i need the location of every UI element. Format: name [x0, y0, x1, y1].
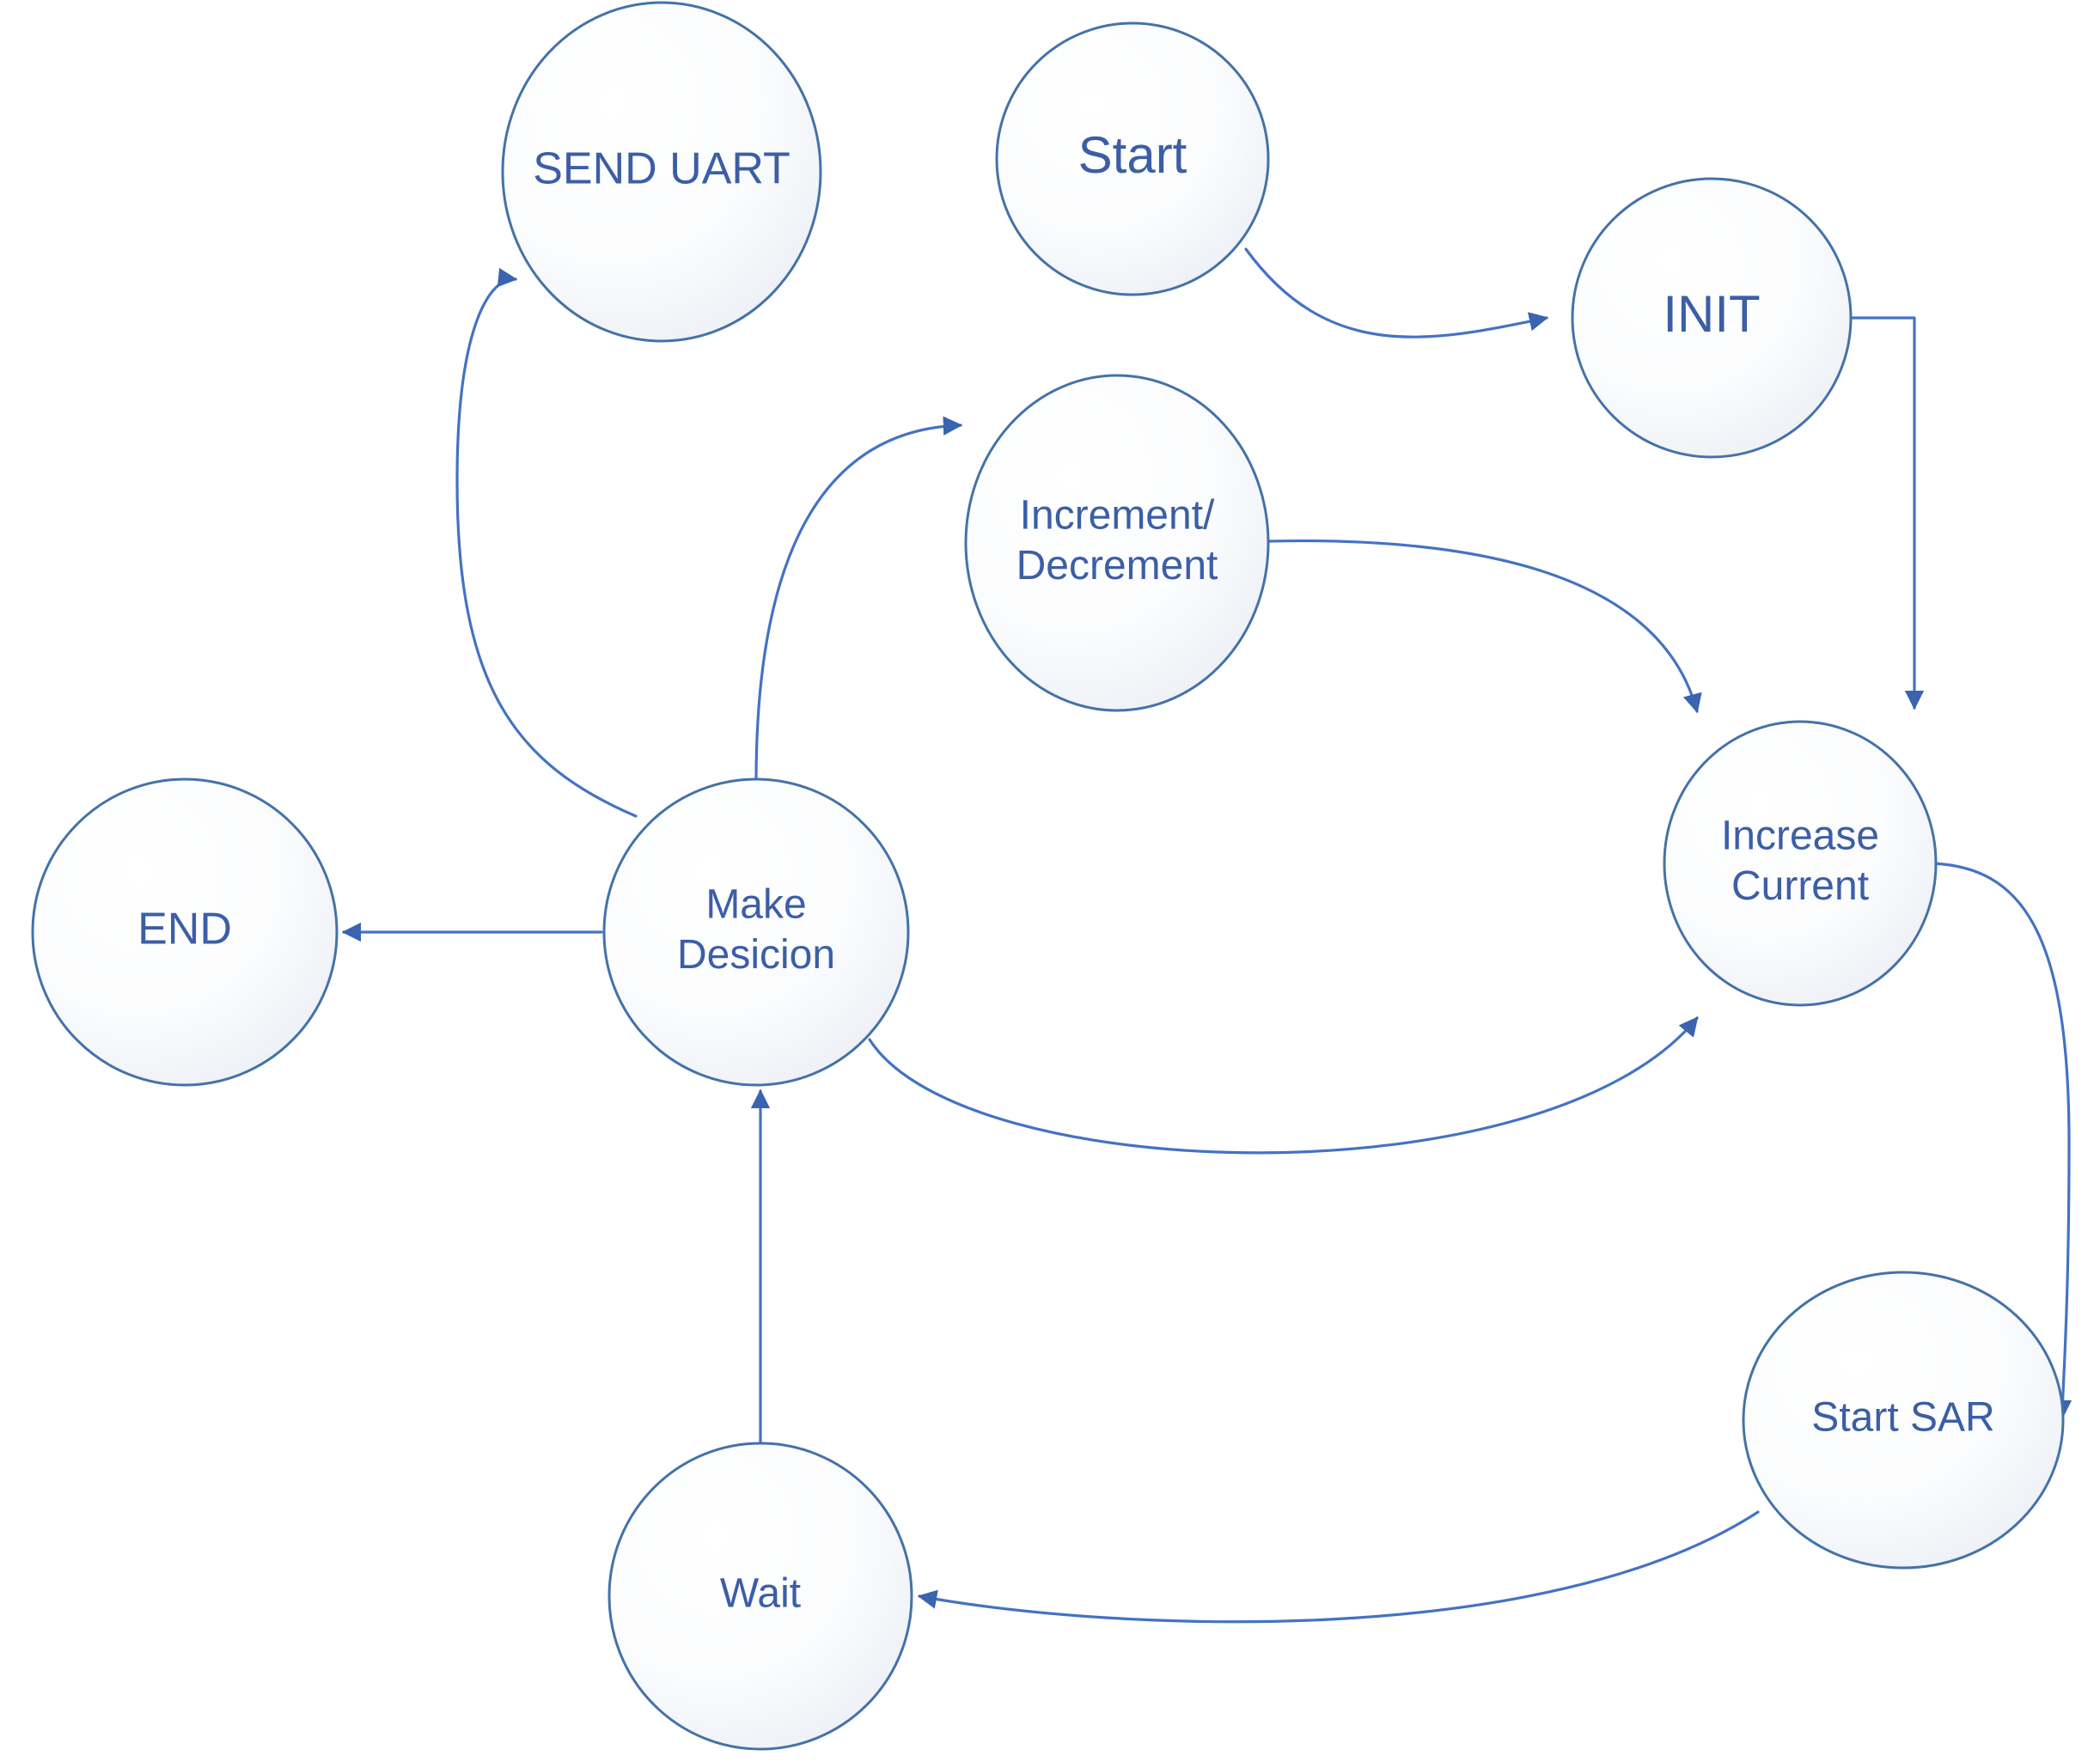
edge-init-to-inc_cur	[1849, 316, 1925, 710]
node-shape-wait[interactable]	[607, 1442, 913, 1751]
node-shape-send_uart[interactable]	[501, 1, 822, 343]
node-label-send_uart: SEND UART	[533, 144, 791, 194]
node-shape-start[interactable]	[995, 21, 1270, 296]
edges-layer	[341, 247, 2073, 1624]
node-label-start: Start	[1078, 126, 1187, 184]
edge-make_dec-to-inc_cur	[868, 1016, 1699, 1155]
edge-incdec-to-inc_cur	[1267, 539, 1702, 714]
node-label-incdec: Decrement	[1016, 543, 1218, 588]
node-shape-inc_cur[interactable]	[1663, 720, 1938, 1007]
node-shape-start_sar[interactable]	[1742, 1271, 2065, 1570]
node-label-init: INIT	[1663, 285, 1760, 343]
node-wait[interactable]: Wait	[607, 1442, 913, 1751]
node-label-inc_cur: Increase	[1721, 813, 1879, 858]
node-incdec[interactable]: Increment/Decrement	[964, 374, 1270, 712]
node-label-end: END	[137, 905, 232, 954]
edge-make_dec-to-send_uart	[455, 267, 638, 818]
node-label-wait: Wait	[720, 1571, 801, 1617]
node-init[interactable]: INIT	[1571, 177, 1853, 459]
node-shape-make_dec[interactable]	[602, 777, 910, 1087]
node-shape-end[interactable]	[31, 777, 339, 1087]
node-label-incdec: Increment/	[1020, 492, 1215, 538]
edge-inc_cur-to-start_sar	[1932, 862, 2073, 1420]
node-start_sar[interactable]: Start SAR	[1742, 1271, 2065, 1570]
node-shape-init[interactable]	[1571, 177, 1853, 459]
node-label-inc_cur: Current	[1731, 863, 1869, 909]
edge-start_sar-to-wait	[917, 1510, 1760, 1624]
node-label-start_sar: Start SAR	[1811, 1395, 1994, 1441]
node-send_uart[interactable]: SEND UART	[501, 1, 822, 343]
node-label-make_dec: Make	[705, 881, 806, 927]
edge-start-to-init	[1244, 247, 1549, 338]
node-end[interactable]: END	[31, 777, 339, 1087]
node-label-make_dec: Desicion	[677, 932, 835, 978]
node-start[interactable]: Start	[995, 21, 1270, 296]
edge-make_dec-to-incdec	[754, 416, 963, 783]
node-shape-incdec[interactable]	[964, 374, 1270, 712]
